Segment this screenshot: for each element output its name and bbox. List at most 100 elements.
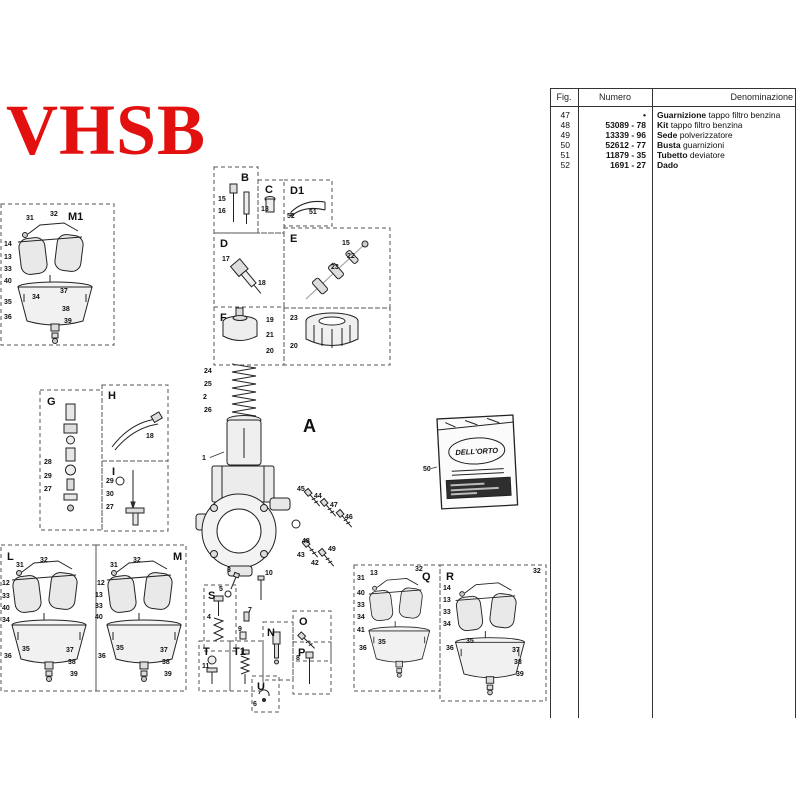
section-label-e: E — [290, 233, 297, 245]
needle-parts-b — [229, 183, 250, 224]
cell-fig: 47 — [560, 110, 570, 120]
part-number-33: 33 — [2, 593, 10, 600]
part-number-37: 37 — [66, 647, 74, 654]
col-header-fig: Fig. — [556, 92, 572, 102]
part-number-29: 29 — [44, 473, 52, 480]
part-number-33: 33 — [357, 602, 365, 609]
part-number-17: 17 — [222, 256, 230, 263]
part-number-36: 36 — [446, 645, 454, 652]
section-box-d1 — [283, 179, 333, 227]
section-box-u — [251, 675, 280, 713]
part-number-4: 4 — [207, 614, 211, 621]
part-number-51: 51 — [309, 209, 317, 216]
part-number-6: 6 — [253, 701, 257, 708]
col-header-numero: Numero — [598, 92, 631, 102]
part-number-7: 7 — [248, 607, 252, 614]
part-number-21: 21 — [266, 332, 274, 339]
section-label-d1: D1 — [290, 185, 304, 197]
part-number-32: 32 — [40, 557, 48, 564]
page-title: VHSB — [6, 90, 207, 170]
part-number-13: 13 — [261, 206, 269, 213]
col-header-denominazione: Denominazione — [730, 92, 793, 102]
section-box-m1 — [0, 203, 115, 346]
idle-screw-s — [212, 595, 225, 642]
section-box-b — [213, 166, 259, 234]
part-number-42: 42 — [311, 560, 319, 567]
cell-numero: 1691 - 27 — [610, 160, 646, 170]
table-row-fig-51: 51 11879 - 35 Tubetto deviatore — [550, 150, 796, 160]
cell-numero: 52612 - 77 — [605, 140, 646, 150]
part-number-23: 23 — [331, 264, 339, 271]
carb-top-cover-drawing — [305, 312, 359, 348]
part-number-32: 32 — [50, 211, 58, 218]
part-number-33: 33 — [4, 266, 12, 273]
section-label-h: H — [108, 390, 116, 402]
cell-numero: 13339 - 96 — [605, 130, 646, 140]
cell-numero: 11879 - 35 — [605, 150, 646, 160]
table-rule-col2 — [652, 88, 653, 718]
part-number-28: 28 — [44, 459, 52, 466]
part-number-36: 36 — [98, 653, 106, 660]
table-rule-header — [550, 106, 796, 107]
needle-clip-parts-i — [115, 470, 145, 526]
cell-numero: • — [643, 110, 646, 120]
part-number-41: 41 — [357, 627, 365, 634]
part-number-15: 15 — [218, 196, 226, 203]
part-number-13: 13 — [443, 597, 451, 604]
part-number-14: 14 — [4, 241, 12, 248]
part-number-38: 38 — [162, 659, 170, 666]
part-number-39: 39 — [64, 318, 72, 325]
part-number-33: 33 — [443, 609, 451, 616]
part-number-16: 16 — [218, 208, 226, 215]
part-number-19: 19 — [266, 317, 274, 324]
section-label-n: N — [267, 627, 275, 639]
section-label-p: P — [298, 647, 305, 659]
part-number-49: 49 — [328, 546, 336, 553]
cell-denominazione: Guarnizione tappo filtro benzina — [657, 110, 781, 120]
cell-denominazione: Busta guarnizioni — [657, 140, 725, 150]
part-number-32: 32 — [133, 557, 141, 564]
part-number-31: 31 — [26, 215, 34, 222]
part-number-35: 35 — [116, 645, 124, 652]
part-number-36: 36 — [4, 314, 12, 321]
part-number-31: 31 — [16, 562, 24, 569]
section-label-m: M — [173, 551, 182, 563]
carburetor-body-drawing — [195, 363, 291, 577]
part-number-20: 20 — [290, 343, 298, 350]
cell-denominazione: Tubetto deviatore — [657, 150, 725, 160]
needle-jet-parts-e — [305, 240, 369, 300]
cell-denominazione: Dado — [657, 160, 679, 170]
part-number-38: 38 — [68, 659, 76, 666]
table-border-left — [550, 88, 551, 718]
section-label-b: B — [241, 172, 249, 184]
table-rule-top — [550, 88, 796, 89]
part-number-37: 37 — [512, 647, 520, 654]
part-number-26: 26 — [204, 407, 212, 414]
section-box-p — [292, 641, 332, 695]
table-row-fig-47: 47 • Guarnizione tappo filtro benzina — [550, 110, 796, 120]
section-label-t1: T1 — [233, 646, 246, 658]
part-number-38: 38 — [514, 659, 522, 666]
section-box-t1 — [229, 640, 264, 692]
needle-p — [305, 651, 314, 684]
section-box-h — [101, 384, 169, 462]
part-number-35: 35 — [4, 299, 12, 306]
part-number-23: 23 — [290, 315, 298, 322]
part-number-40: 40 — [357, 590, 365, 597]
part-number-32: 32 — [533, 568, 541, 575]
mixer-cap-drawing — [222, 307, 258, 341]
cell-fig: 51 — [560, 150, 570, 160]
cell-denominazione: Sede polverizzatore — [657, 130, 733, 140]
section-label-l: L — [7, 551, 14, 563]
gasket-packet-drawing: DELL'ORTO — [436, 414, 519, 510]
part-number-15: 15 — [342, 240, 350, 247]
part-number-31: 31 — [357, 575, 365, 582]
part-number-13: 13 — [370, 570, 378, 577]
section-box-r — [439, 564, 547, 702]
part-number-12: 12 — [97, 580, 105, 587]
part-number-22: 22 — [347, 253, 355, 260]
table-border-right — [795, 88, 796, 718]
